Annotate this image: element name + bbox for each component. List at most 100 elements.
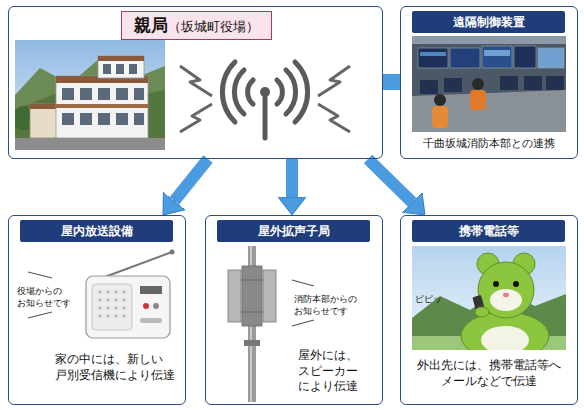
speaker-tower (228, 270, 241, 322)
receiver-illustration (114, 306, 117, 309)
caption-text: 千曲坂城消防本部との連携 (405, 137, 572, 151)
control-room-photo (432, 106, 448, 128)
control-room-photo (514, 46, 536, 68)
signal-arrow (174, 159, 208, 201)
receiver-illustration (98, 290, 101, 293)
antenna-symbol (277, 80, 282, 104)
text-run: により伝達 (298, 379, 358, 393)
control-room-photo (538, 48, 564, 68)
text-line: お知らせです (294, 306, 376, 318)
radio-wave-bolt (318, 66, 350, 96)
town-hall-photo (15, 40, 165, 150)
town-hall-photo (103, 64, 111, 74)
text-run: 屋内放送設備 (61, 224, 133, 238)
header-band: 遠隔制御装置 (412, 11, 565, 33)
town-hall-photo (80, 113, 92, 125)
receiver-illustration (102, 252, 172, 278)
device-panel: 屋外拡声子局消防本部からの お知らせです屋外には、 スピーカー により伝達 (205, 215, 383, 405)
text-run: 千曲坂城消防本部との連携 (423, 137, 555, 150)
control-room-photo (482, 46, 512, 68)
text-line: 屋外拡声子局 (217, 220, 370, 242)
text-line: 親局 (134, 15, 168, 35)
station-title: 親局 (134, 15, 168, 35)
receiver-illustration (122, 290, 125, 293)
station-panel: 親局（坂城町役場） (8, 6, 383, 159)
receiver-illustration (92, 284, 132, 330)
text-line: メールなどで伝達 (405, 374, 572, 390)
town-hall-photo (98, 88, 110, 100)
receiver-illustration (106, 298, 109, 301)
text-run: スピーカー (298, 364, 358, 378)
receiver-illustration (98, 290, 125, 317)
station-subtitle: （坂城町役場） (168, 19, 259, 34)
town-hall-photo (15, 138, 165, 150)
text-line: 戸別受信機により伝達 (55, 368, 181, 384)
town-hall-photo (80, 88, 92, 100)
text-run: 家の中には、新しい (55, 352, 163, 366)
radio-wave-bolt (180, 66, 212, 96)
control-room-photo (412, 90, 566, 132)
text-line: 屋外には、 (298, 348, 378, 364)
text-run: 消防本部からの (294, 294, 357, 304)
control-room-photo (450, 48, 480, 68)
text-line: ピピッ (415, 294, 455, 306)
text-line: 千曲坂城消防本部との連携 (405, 137, 572, 151)
speech-dash (292, 320, 314, 326)
text-run: 遠隔制御装置 (453, 15, 525, 29)
control-room-photo (472, 78, 484, 90)
control-room-photo (546, 76, 564, 90)
receiver-illustration (106, 290, 109, 293)
town-hall-photo (98, 56, 144, 61)
speech-text: 役場からの お知らせです (17, 286, 83, 309)
town-hall-photo (15, 40, 165, 150)
antenna-symbol (260, 87, 270, 97)
control-room-photo (420, 52, 446, 56)
control-room-photo (418, 48, 448, 68)
caption-text: 家の中には、新しい 戸別受信機により伝達 (55, 352, 181, 383)
control-room-photo (420, 80, 438, 94)
text-line: 屋内放送設備 (20, 220, 173, 242)
text-run: 携帯電話等 (459, 224, 519, 238)
receiver-illustration (86, 276, 170, 338)
receiver-illustration (106, 314, 109, 317)
antenna-symbol (222, 62, 307, 138)
header-band: 屋内放送設備 (20, 220, 173, 242)
text-run: （坂城町役場） (168, 19, 259, 34)
town-hall-photo (134, 113, 144, 125)
device-panel: 携帯電話等ピピッ外出先には、携帯電話等へ メールなどで伝達 (400, 215, 578, 405)
receiver-illustration (98, 314, 101, 317)
mascot-photo (503, 293, 509, 297)
control-room-photo (412, 36, 566, 44)
text-line: 役場からの (17, 286, 83, 298)
receiver-illustration (114, 290, 117, 293)
control-room-photo (484, 50, 510, 56)
caption-text: 屋外には、 スピーカー により伝達 (298, 348, 378, 395)
text-line: 家の中には、新しい (55, 352, 181, 368)
title-badge: 親局（坂城町役場） (121, 11, 272, 40)
town-hall-photo (134, 88, 144, 100)
control-room-photo (444, 78, 462, 92)
speaker-tower (263, 270, 276, 322)
town-hall-photo (116, 64, 124, 74)
control-room-photo (524, 76, 542, 90)
receiver-illustration (122, 314, 125, 317)
receiver-illustration (140, 286, 162, 294)
receiver-illustration (170, 250, 175, 255)
text-run: 役場からの (17, 286, 62, 296)
antenna-symbol (286, 70, 296, 114)
signal-arrow (368, 159, 412, 202)
town-hall-photo (56, 104, 148, 108)
signal-arrow (286, 159, 298, 197)
text-run: ピピッ (415, 294, 442, 304)
speaker-tower (242, 266, 262, 326)
sound-effect-text: ピピッ (415, 294, 455, 306)
speech-dash (28, 312, 52, 318)
receiver-illustration (114, 298, 117, 301)
mascot-photo (475, 307, 489, 317)
text-run: 戸別受信機により伝達 (55, 368, 175, 382)
town-hall-photo (116, 88, 128, 100)
town-hall-photo (56, 76, 148, 138)
text-run: 親局 (134, 15, 168, 35)
